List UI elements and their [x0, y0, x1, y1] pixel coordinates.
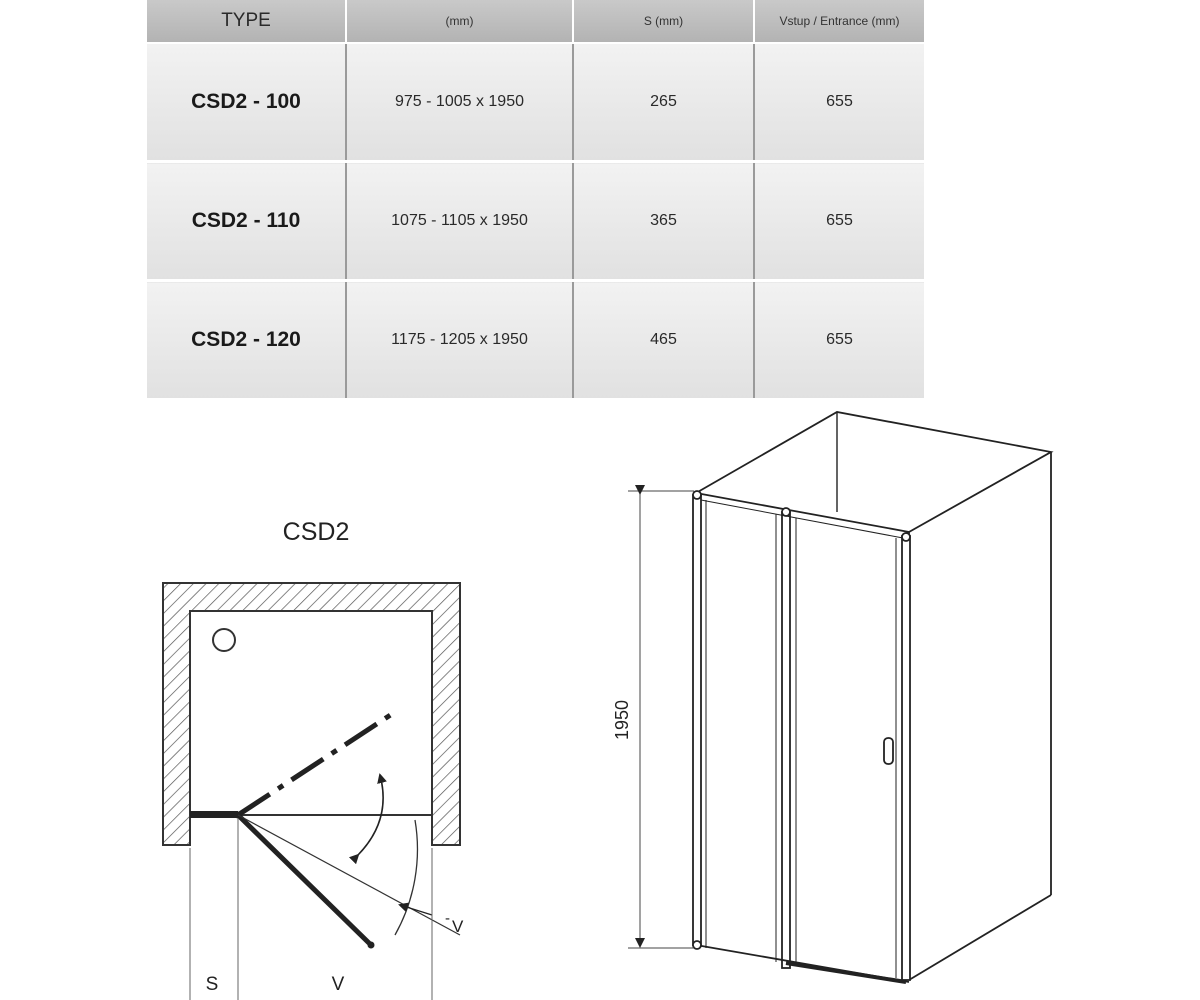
top-frame: [695, 411, 1054, 533]
plan-title: CSD2: [283, 518, 350, 546]
dimension-v-label: V: [332, 974, 345, 995]
type-cell: CSD2 - 110: [147, 161, 347, 282]
table-row: CSD2 - 100 975 - 1005 x 1950 265 655: [147, 43, 924, 163]
wall-hatch: [162, 582, 461, 846]
header-type: TYPE: [147, 0, 347, 44]
height-dimension: 1950: [612, 485, 694, 949]
door-leaf-open: [236, 813, 373, 947]
spec-table: TYPE (mm) S (mm) Vstup / Entrance (mm) C…: [147, 0, 924, 401]
table-row: CSD2 - 120 1175 - 1205 x 1950 465 655: [147, 280, 924, 401]
right-wall-bottom: [908, 894, 1052, 981]
floor-plan: CSD2 - V S V: [162, 518, 464, 1000]
s-cell: 265: [573, 43, 755, 163]
type-cell: CSD2 - 120: [147, 280, 347, 401]
drain-icon: [212, 628, 236, 652]
table-row: CSD2 - 110 1075 - 1105 x 1950 365 655: [147, 161, 924, 282]
size-cell: 975 - 1005 x 1950: [346, 43, 574, 163]
header-entrance: Vstup / Entrance (mm): [754, 0, 924, 44]
entrance-v-label: V: [452, 917, 464, 936]
door-open-path: [236, 709, 397, 818]
enclosure-elevation: [692, 411, 1054, 984]
fixed-panel: [190, 811, 238, 818]
entrance-arrow-dash: -: [445, 910, 450, 927]
swing-arc: [394, 819, 419, 936]
size-cell: 1075 - 1105 x 1950: [346, 161, 574, 282]
size-cell: 1175 - 1205 x 1950: [346, 280, 574, 401]
profile-cap: [901, 532, 911, 542]
height-label: 1950: [612, 700, 632, 740]
table-header: TYPE (mm) S (mm) Vstup / Entrance (mm): [147, 0, 924, 44]
entrance-arrow: [398, 902, 433, 916]
bottom-threshold: [785, 961, 907, 984]
entrance-cell: 655: [754, 280, 924, 401]
entrance-reference-line: [237, 814, 461, 936]
door-handle-dot: [367, 941, 375, 949]
right-door-profile: [901, 535, 911, 981]
rotation-arrow: [348, 773, 387, 865]
top-front-edge: [695, 492, 910, 533]
s-cell: 465: [573, 280, 755, 401]
dimension-s-label: S: [206, 974, 219, 995]
door-handle: [883, 737, 894, 765]
header-s: S (mm): [573, 0, 755, 44]
left-wall-profile: [692, 494, 702, 946]
type-cell: CSD2 - 100: [147, 43, 347, 163]
profile-cap: [692, 490, 702, 500]
entrance-cell: 655: [754, 161, 924, 282]
door-mid-profile: [781, 511, 791, 969]
entrance-cell: 655: [754, 43, 924, 163]
top-rail-lower: [700, 499, 904, 539]
profile-cap: [692, 940, 702, 950]
profile-cap: [781, 507, 791, 517]
header-size: (mm): [346, 0, 574, 44]
s-cell: 365: [573, 161, 755, 282]
